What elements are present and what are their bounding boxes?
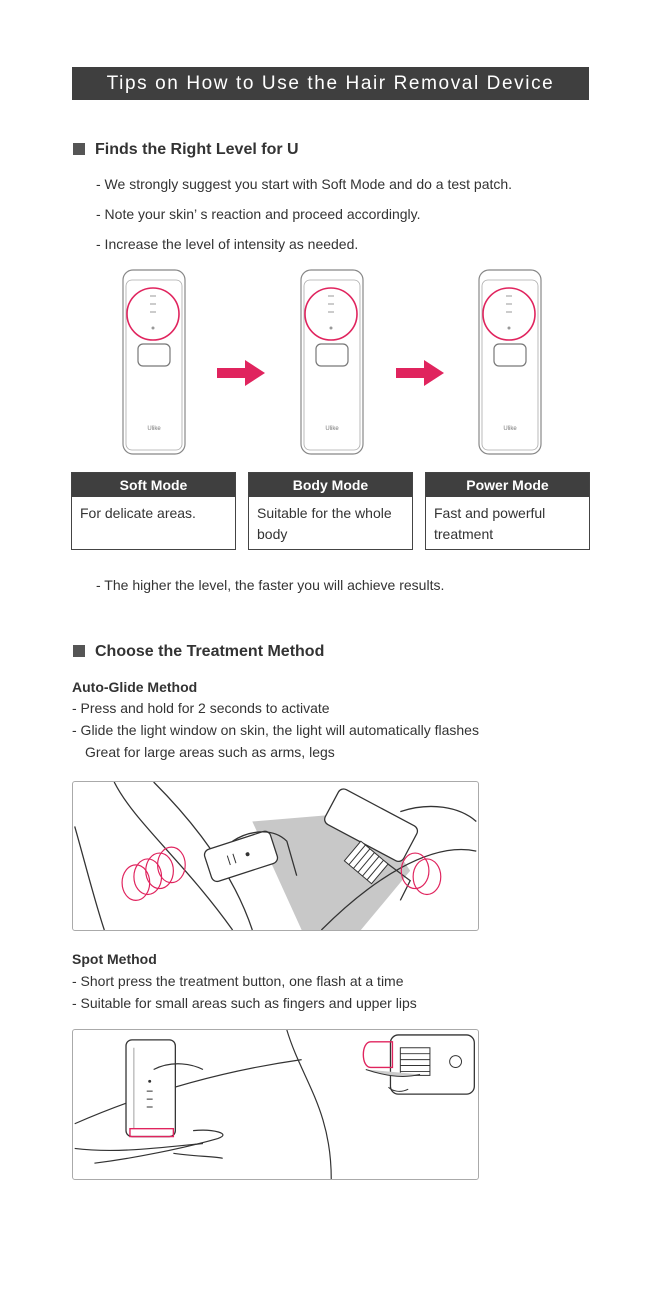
section-title: Finds the Right Level for U — [95, 141, 299, 158]
section-treatment-method: Choose the Treatment Method — [73, 643, 324, 661]
tip-line: - Increase the level of intensity as nee… — [96, 236, 359, 252]
spot-line: - Suitable for small areas such as finge… — [72, 995, 417, 1011]
mode-desc: Fast and powerful treatment — [434, 505, 546, 542]
spot-illustration — [72, 1029, 479, 1180]
auto-glide-illustration — [72, 781, 479, 931]
auto-glide-line: - Press and hold for 2 seconds to activa… — [72, 700, 330, 716]
spot-line: - Short press the treatment button, one … — [72, 973, 404, 989]
auto-glide-title: Auto-Glide Method — [72, 679, 198, 695]
mode-desc: For delicate areas. — [80, 505, 196, 521]
device-brand: Ulike — [147, 426, 161, 432]
mode-title: Body Mode — [249, 473, 412, 497]
mode-title: Power Mode — [426, 473, 589, 497]
device-power-mode-icon: Ulike — [478, 269, 542, 455]
mode-title: Soft Mode — [72, 473, 235, 497]
page-banner: Tips on How to Use the Hair Removal Devi… — [72, 67, 589, 100]
mode-card-soft: Soft Mode For delicate areas. — [71, 472, 236, 550]
section-finds-level: Finds the Right Level for U — [73, 141, 299, 159]
spot-title: Spot Method — [72, 951, 157, 967]
tip-line: - We strongly suggest you start with Sof… — [96, 176, 513, 192]
square-bullet-icon — [73, 143, 85, 155]
auto-glide-line: - Glide the light window on skin, the li… — [72, 722, 479, 738]
right-arrow-icon — [217, 360, 265, 386]
device-body-mode-icon: Ulike — [300, 269, 364, 455]
section-title: Choose the Treatment Method — [95, 643, 325, 660]
mode-desc: Suitable for the whole body — [257, 505, 392, 542]
auto-glide-line: Great for large areas such as arms, legs — [85, 744, 335, 760]
mode-card-power: Power Mode Fast and powerful treatment — [425, 472, 590, 550]
mode-card-body: Body Mode Suitable for the whole body — [248, 472, 413, 550]
footnote: - The higher the level, the faster you w… — [96, 577, 445, 593]
right-arrow-icon — [396, 360, 444, 386]
device-brand: Ulike — [503, 426, 517, 432]
square-bullet-icon — [73, 645, 85, 657]
device-soft-mode-icon: Ulike — [122, 269, 186, 455]
device-brand: Ulike — [325, 426, 339, 432]
tip-line: - Note your skin’ s reaction and proceed… — [96, 206, 421, 222]
